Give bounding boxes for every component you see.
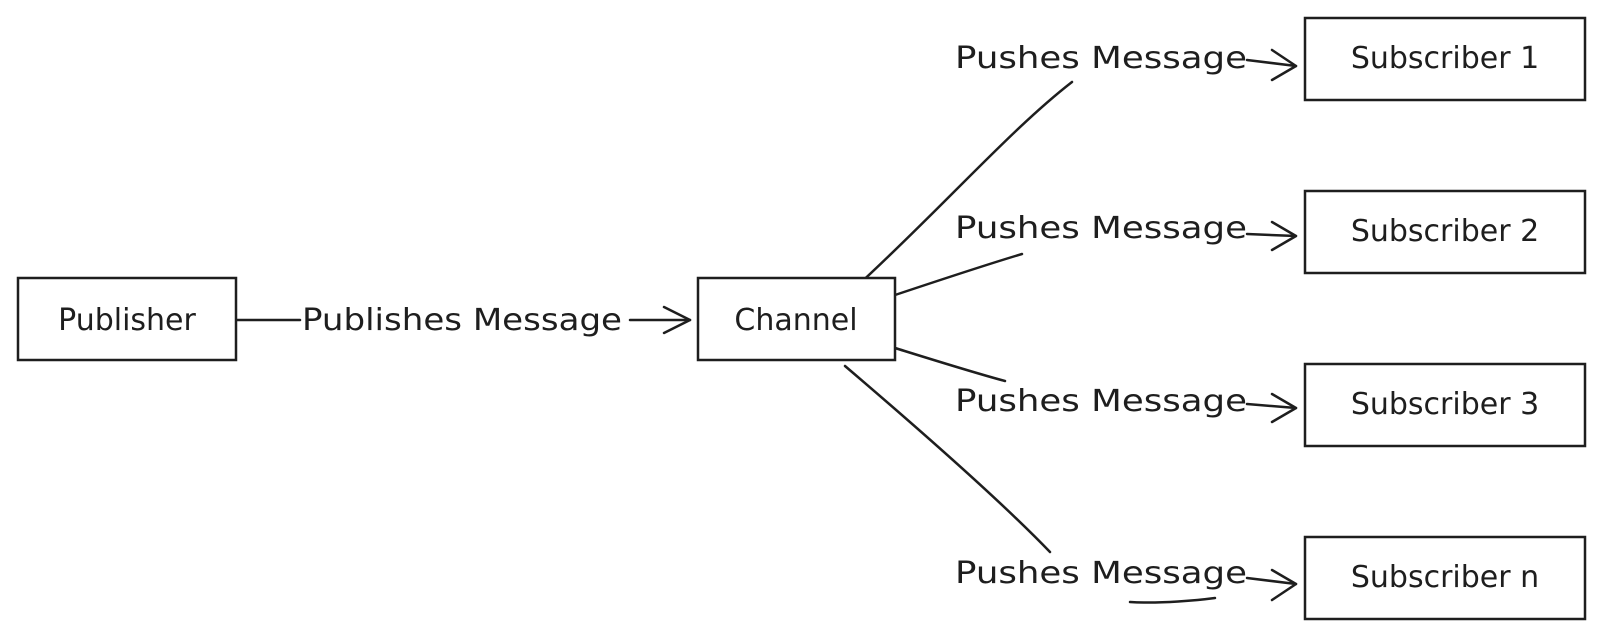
publish-edge: Publishes Message xyxy=(234,303,692,338)
channel-node: Channel xyxy=(696,276,897,362)
subscriber-1-label: Subscriber 1 xyxy=(1351,41,1539,76)
push-arrow-shaft-n xyxy=(1245,576,1298,586)
subscriber-n-label: Subscriber n xyxy=(1351,560,1539,595)
push-edge-1-label: Pushes Message xyxy=(955,41,1247,76)
push-arrowhead-2-icon xyxy=(1270,220,1298,252)
push-edge-3-label: Pushes Message xyxy=(955,384,1247,419)
subscriber-3-node: Subscriber 3 xyxy=(1303,362,1587,448)
publish-arrowhead-icon xyxy=(662,305,692,335)
publish-edge-label: Publishes Message xyxy=(302,303,622,338)
fanout-line-n xyxy=(843,364,1052,554)
push-edge-1: Pushes Message xyxy=(955,41,1298,82)
push-arrowhead-3-icon xyxy=(1270,392,1298,424)
push-arrow-shaft-2 xyxy=(1245,232,1298,238)
push-arrowhead-n-icon xyxy=(1270,568,1298,602)
fanout-line-2 xyxy=(893,252,1024,297)
fanout-line-3 xyxy=(893,346,1007,383)
publisher-label: Publisher xyxy=(58,303,196,338)
push-edge-3: Pushes Message xyxy=(955,384,1298,424)
fanout-line-1 xyxy=(854,80,1074,289)
push-arrowhead-1-icon xyxy=(1270,48,1298,82)
subscriber-n-node: Subscriber n xyxy=(1303,535,1587,621)
push-edge-2: Pushes Message xyxy=(955,211,1298,252)
push-edge-n: Pushes Message xyxy=(955,556,1298,604)
publisher-node: Publisher xyxy=(16,276,238,362)
channel-label: Channel xyxy=(734,303,857,338)
push-edge-n-underline xyxy=(1128,596,1217,604)
push-edge-2-label: Pushes Message xyxy=(955,211,1247,246)
subscriber-2-label: Subscriber 2 xyxy=(1351,214,1539,249)
subscriber-2-node: Subscriber 2 xyxy=(1303,189,1587,275)
subscriber-3-label: Subscriber 3 xyxy=(1351,387,1539,422)
push-arrow-shaft-1 xyxy=(1245,58,1298,68)
subscriber-1-node: Subscriber 1 xyxy=(1303,16,1587,102)
push-arrow-shaft-3 xyxy=(1245,402,1298,410)
push-edge-n-label: Pushes Message xyxy=(955,556,1247,591)
